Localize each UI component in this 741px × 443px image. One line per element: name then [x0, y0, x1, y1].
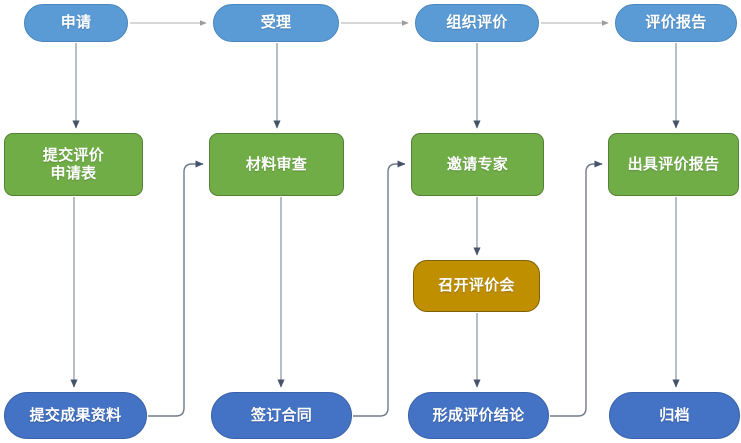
edge-conclusion-to-issue-report: [550, 160, 603, 417]
node-action-submit-application-form[interactable]: 提交评价 申请表: [4, 133, 143, 196]
node-output-form-conclusion[interactable]: 形成评价结论: [408, 392, 549, 439]
node-stage-organize-evaluation[interactable]: 组织评价: [415, 4, 539, 42]
node-output-submit-results[interactable]: 提交成果资料: [4, 392, 147, 439]
node-meeting-hold-evaluation-meeting[interactable]: 召开评价会: [413, 260, 540, 312]
edge-submit-results-to-material-review: [148, 160, 204, 417]
node-action-issue-evaluation-report[interactable]: 出具评价报告: [608, 133, 739, 196]
node-stage-evaluation-report[interactable]: 评价报告: [615, 4, 737, 42]
node-stage-accept[interactable]: 受理: [213, 4, 339, 42]
node-action-material-review[interactable]: 材料审查: [209, 133, 344, 196]
node-action-invite-experts[interactable]: 邀请专家: [411, 133, 544, 196]
node-stage-apply[interactable]: 申请: [24, 4, 128, 42]
node-output-sign-contract[interactable]: 签订合同: [211, 392, 352, 439]
edge-sign-contract-to-invite-experts: [353, 160, 406, 417]
node-output-archive[interactable]: 归档: [609, 392, 740, 439]
